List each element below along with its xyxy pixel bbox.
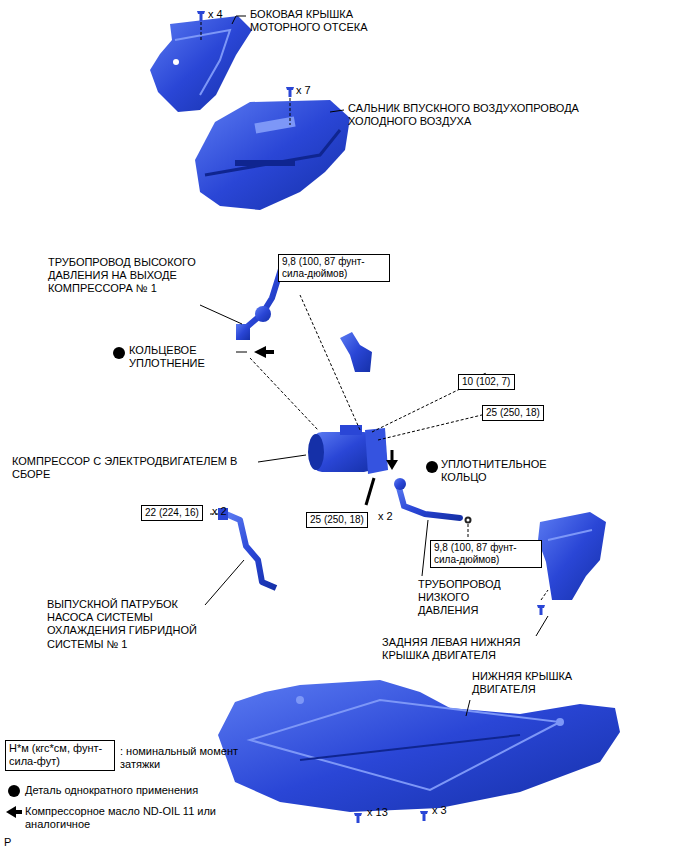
torque-box: 9,8 (100, 87 фунт-сила-дюймов): [430, 540, 542, 568]
torque-value: 9,8 (100, 87 фунт-сила-дюймов): [434, 542, 538, 566]
torque-value: 9,8 (100, 87 фунт-сила-дюймов): [282, 256, 386, 280]
part-name: САЛЬНИК ВПУСКНОГО ВОЗДУХОПРОВОДА ХОЛОДНО…: [348, 102, 608, 128]
torque-value: 25 (250, 18): [310, 514, 364, 526]
callout-number: x 2: [212, 505, 227, 518]
torque-box: 10 (102, 7): [458, 374, 515, 390]
bracket: [340, 332, 372, 372]
legend-torque-box: Н*м (кгс*см, фунт-сила-фут): [5, 740, 115, 771]
legend-text: Деталь однократного применения: [25, 784, 198, 797]
callout-number: x 13: [367, 806, 388, 819]
torque-box: 9,8 (100, 87 фунт-сила-дюймов): [278, 254, 390, 282]
callout-number: x 3: [432, 804, 447, 817]
torque-value: Н*м (кгс*см, фунт-сила-фут): [9, 742, 111, 768]
part-name: ТРУБОПРОВОД НИЗКОГО ДАВЛЕНИЯ: [418, 578, 518, 618]
part-name: КОМПРЕССОР С ЭЛЕКТРОДВИГАТЕЛЕМ В СБОРЕ: [12, 455, 252, 481]
torque-box: 25 (250, 18): [482, 405, 544, 421]
torque-box: 25 (250, 18): [306, 512, 368, 528]
part-name: НИЖНЯЯ КРЫШКА ДВИГАТЕЛЯ: [472, 670, 607, 696]
rear-left-lower-cover: [536, 512, 606, 636]
pump-outlet-pipe: [205, 508, 276, 605]
part-name: ВЫПУСКНОЙ ПАТРУБОК НАСОСА СИСТЕМЫ ОХЛАЖД…: [47, 598, 212, 651]
part-name: БОКОВАЯ КРЫШКА МОТОРНОГО ОТСЕКА: [250, 8, 385, 34]
part-name: УПЛОТНИТЕЛЬНОЕ КОЛЬЦО: [441, 458, 591, 484]
legend-text: Компрессорное масло ND-OIL 11 или аналог…: [25, 805, 235, 831]
lower-engine-cover: [218, 680, 620, 823]
torque-box: 22 (224, 16): [141, 505, 203, 521]
intake-seal: [195, 87, 350, 210]
legend-text: : номинальный момент затяжки: [120, 745, 240, 771]
legend-symbols: [6, 785, 22, 818]
callout-number: x 2: [378, 510, 393, 523]
torque-value: 22 (224, 16): [145, 507, 199, 519]
callout-number: P: [4, 836, 11, 849]
callout-number: x 4: [208, 8, 223, 21]
part-name: ТРУБОПРОВОД ВЫСОКОГО ДАВЛЕНИЯ НА ВЫХОДЕ …: [48, 256, 213, 296]
torque-value: 10 (102, 7): [462, 376, 511, 388]
torque-value: 25 (250, 18): [486, 407, 540, 419]
callout-number: x 7: [296, 84, 311, 97]
side-cover: [150, 11, 252, 112]
part-name: ЗАДНЯЯ ЛЕВАЯ НИЖНЯЯ КРЫШКА ДВИГАТЕЛЯ: [382, 636, 547, 662]
part-name: КОЛЬЦЕВОЕ УПЛОТНЕНИЕ: [129, 344, 234, 370]
